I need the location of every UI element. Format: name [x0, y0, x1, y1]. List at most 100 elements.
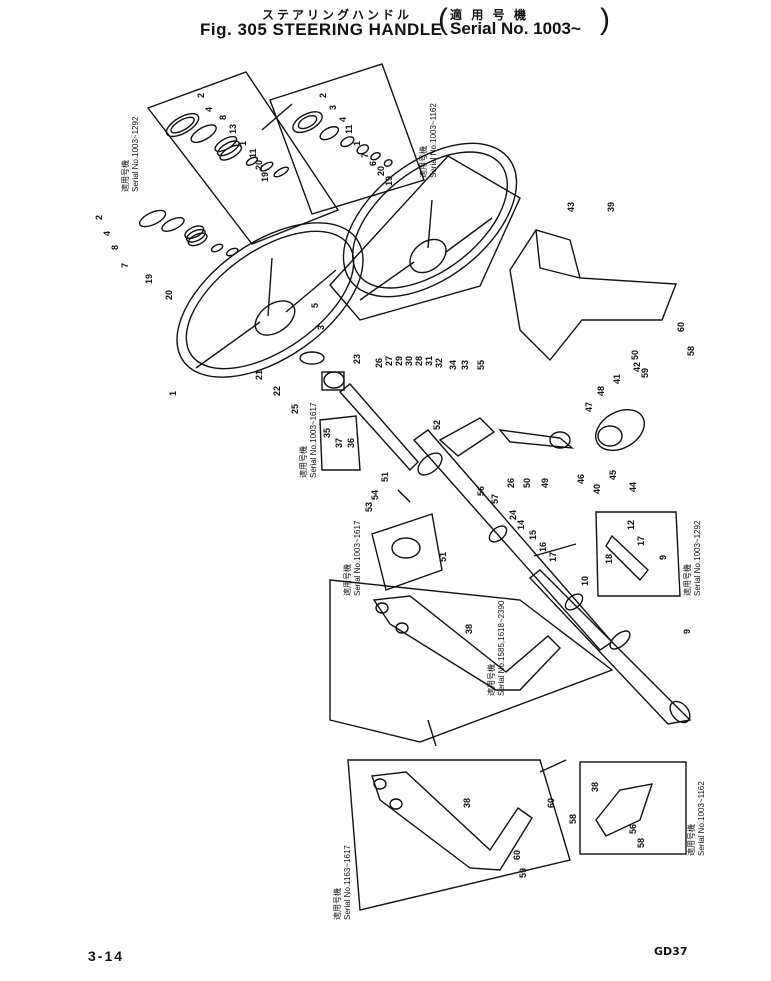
- callout-label: 36: [346, 438, 356, 448]
- note-4-en: Serial No.1003~1617: [353, 520, 362, 596]
- callout-label: 4: [338, 117, 348, 122]
- callout-label: 19: [260, 172, 270, 182]
- note-8-en: Serial No.1003~1162: [697, 781, 706, 856]
- callout-label: 48: [596, 386, 606, 396]
- callout-label: 50: [522, 478, 532, 488]
- callout-label: 32: [434, 358, 444, 368]
- callout-label: 1: [168, 391, 178, 396]
- callout-label: 14: [516, 520, 526, 530]
- paren-right-glyph: ): [600, 3, 610, 36]
- callout-label: 16: [538, 542, 548, 552]
- callout-label: 60: [512, 850, 522, 860]
- callout-label: 40: [592, 484, 602, 494]
- callout-label: 29: [394, 356, 404, 366]
- wheel-frame: [329, 155, 521, 321]
- inset-detail-2: [269, 63, 425, 215]
- seat-cushion: [509, 229, 677, 362]
- callout-label: 53: [364, 502, 374, 512]
- callout-label: 5: [310, 303, 320, 308]
- callout-label: 2: [94, 215, 104, 220]
- note-1-jp: 適用号機: [120, 160, 130, 192]
- pointer-arrow-2: [427, 719, 437, 747]
- note-7-en: Serial No.1163~1617: [343, 845, 352, 920]
- note-6-jp: 適用号機: [682, 564, 692, 596]
- callout-label: 17: [548, 552, 558, 562]
- serial-label-japanese: 適 用 号 機: [450, 8, 530, 22]
- callout-label: 3: [328, 105, 338, 110]
- page-header: ステアリングハンドル Fig. 305 STEERING HANDLE ( 適 …: [0, 0, 771, 70]
- callout-label: 22: [272, 386, 282, 396]
- note-1-en: Serial No.1003~1292: [131, 116, 140, 192]
- callout-label: 60: [676, 322, 686, 332]
- callout-label: 9: [658, 555, 668, 560]
- note-8-jp: 適用号機: [686, 824, 696, 856]
- callout-label: 57: [490, 494, 500, 504]
- callout-label: 42: [632, 362, 642, 372]
- inset-detail-1: [146, 71, 340, 245]
- callout-label: 10: [580, 576, 590, 586]
- callout-label: 26: [506, 478, 516, 488]
- callout-label: 6: [368, 161, 378, 166]
- callout-label: 18: [604, 554, 614, 564]
- callout-label: 46: [576, 474, 586, 484]
- note-4-jp: 適用号機: [342, 564, 352, 596]
- note-5-jp: 適用号機: [486, 664, 496, 696]
- callout-label: 19: [144, 274, 154, 284]
- callout-label: 38: [462, 798, 472, 808]
- callout-label: 7: [360, 153, 370, 158]
- document-code: GD37: [654, 945, 688, 958]
- callout-label: 1: [352, 141, 362, 146]
- callout-label: 51: [380, 472, 390, 482]
- callout-label: 60: [546, 798, 556, 808]
- callout-label: 33: [460, 360, 470, 370]
- note-2-en: Serial No.1003~1162: [429, 103, 438, 178]
- callout-label: 38: [590, 782, 600, 792]
- hub-parts: [299, 351, 419, 472]
- note-6-en: Serial No.1003~1292: [693, 520, 702, 596]
- callout-label: 58: [636, 838, 646, 848]
- callout-label: 50: [630, 350, 640, 360]
- inset-clamp-51: [371, 513, 443, 591]
- callout-label: 43: [566, 202, 576, 212]
- callout-label: 9: [682, 629, 692, 634]
- inset-detail-lower-right: [579, 761, 687, 855]
- callout-label: 13: [228, 124, 238, 134]
- callout-label: 20: [254, 160, 264, 170]
- bracket-arm-main: [329, 579, 614, 743]
- paren-left-glyph: (: [438, 3, 448, 36]
- callout-label: 4: [204, 107, 214, 112]
- callout-label: 38: [464, 624, 474, 634]
- callout-label: 11: [248, 148, 258, 158]
- callout-label: 25: [290, 404, 300, 414]
- note-7-jp: 適用号機: [332, 888, 342, 920]
- callout-label: 52: [432, 420, 442, 430]
- callout-label: 15: [528, 530, 538, 540]
- steering-wheel-left: [176, 222, 364, 378]
- callout-label: 37: [334, 438, 344, 448]
- callout-label: 17: [636, 536, 646, 546]
- note-3-en: Serial No.1003~1617: [309, 402, 318, 478]
- pointer-arrow-1: [261, 103, 293, 131]
- pointer-arrow-4: [533, 543, 577, 557]
- callout-label: 30: [404, 356, 414, 366]
- callout-label: 12: [626, 520, 636, 530]
- callout-label: 59: [518, 868, 528, 878]
- inset-detail-17-18: [595, 511, 681, 597]
- title-japanese: ステアリングハンドル: [262, 8, 413, 22]
- inset-bolt-set: [319, 415, 361, 471]
- callout-label: 4: [102, 231, 112, 236]
- callout-label: 49: [540, 478, 550, 488]
- callout-label: 8: [218, 115, 228, 120]
- clamp-bracket: [438, 409, 645, 457]
- callout-label: 1: [238, 141, 248, 146]
- callout-label: 8: [110, 245, 120, 250]
- callout-label: 20: [376, 166, 386, 176]
- steering-column: [412, 429, 692, 725]
- callout-label: 39: [606, 202, 616, 212]
- callout-label: 3: [316, 325, 326, 330]
- serial-range: Serial No. 1003~: [450, 19, 581, 38]
- callout-label: 58: [686, 346, 696, 356]
- note-5-en: Serial No.1585,1618~2390: [497, 600, 506, 696]
- callout-label: 31: [424, 356, 434, 366]
- note-2-jp: 適用号機: [418, 146, 428, 178]
